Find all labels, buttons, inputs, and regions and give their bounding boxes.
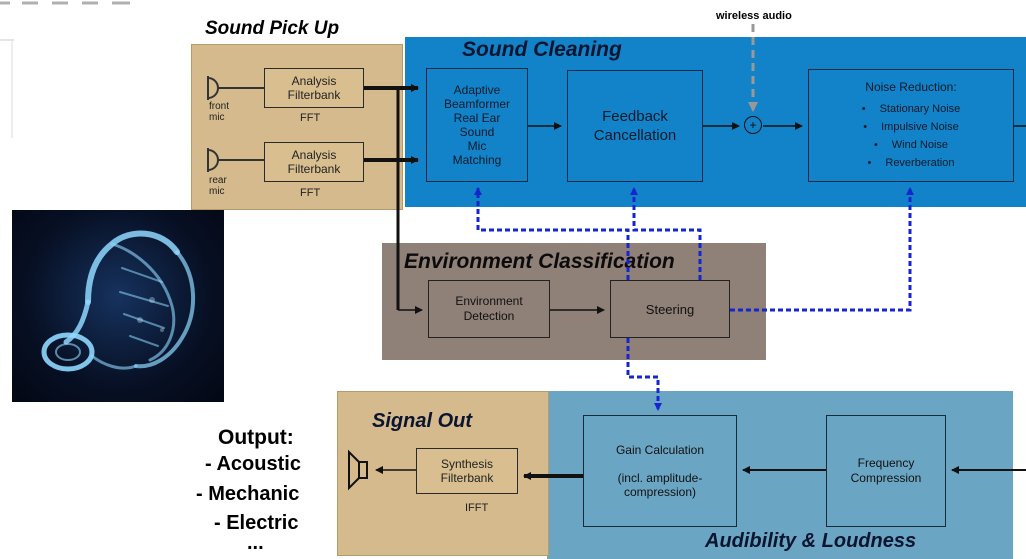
noise-item: • Stationary Noise xyxy=(862,100,961,118)
environment-panel xyxy=(382,243,766,360)
front-analysis-filterbank: Analysis Filterbank xyxy=(264,68,364,108)
front-filterbank-label: Analysis Filterbank xyxy=(287,74,341,102)
audibility-chain-arrows xyxy=(375,466,1026,480)
ifft-label: IFFT xyxy=(465,502,489,514)
hearing-aid-photo xyxy=(12,210,224,402)
noise-item: • Reverberation xyxy=(868,154,955,172)
front-fft-label: FFT xyxy=(300,112,321,124)
noise-item: • Wind Noise xyxy=(874,136,948,154)
output-item-electric: - Electric xyxy=(214,512,299,534)
summing-junction: + xyxy=(744,116,762,134)
environment-detection-box: Environment Detection xyxy=(428,280,550,338)
output-more: ... xyxy=(247,532,264,554)
frequency-compression-box: Frequency Compression xyxy=(826,415,946,527)
wireless-audio-label: wireless audio xyxy=(716,10,792,22)
output-heading: Output: xyxy=(218,426,294,449)
sound-pickup-title: Sound Pick Up xyxy=(205,18,340,39)
noise-bullet: • xyxy=(863,121,868,133)
corner-decoration xyxy=(0,1,130,138)
steering-box: Steering xyxy=(610,280,730,338)
noise-bullet: • xyxy=(867,157,872,169)
adaptive-beamformer-label: Adaptive Beamformer Real Ear Sound Mic M… xyxy=(443,83,511,167)
output-item-acoustic: - Acoustic xyxy=(205,453,301,475)
rear-analysis-filterbank: Analysis Filterbank xyxy=(264,142,364,182)
noise-reduction-title: Noise Reduction: xyxy=(865,80,957,94)
noise-reduction-box: Noise Reduction: •Stationary Noise •Impu… xyxy=(808,69,1014,182)
steering-label: Steering xyxy=(645,301,695,317)
sound-cleaning-panel xyxy=(405,37,1026,207)
rear-filterbank-label: Analysis Filterbank xyxy=(287,148,341,176)
noise-item-label: Reverberation xyxy=(885,157,955,169)
feedback-cancellation-box: Feedback Cancellation xyxy=(567,70,703,182)
noise-item: • Impulsive Noise xyxy=(863,118,959,136)
adaptive-beamformer-box: Adaptive Beamformer Real Ear Sound Mic M… xyxy=(426,68,528,182)
frequency-compression-label: Frequency Compression xyxy=(850,456,922,485)
gain-calculation-label: Gain Calculation (incl. amplitude- compr… xyxy=(615,443,705,499)
rear-fft-label: FFT xyxy=(300,187,321,199)
audibility-title: Audibility & Loudness xyxy=(705,530,917,552)
steering-control-links xyxy=(474,187,914,411)
noise-bullet: • xyxy=(873,139,878,151)
environment-title: Environment Classification xyxy=(404,250,675,273)
filterbank-to-beamformer-arrows xyxy=(364,84,423,314)
sound-cleaning-title: Sound Cleaning xyxy=(462,38,622,61)
noise-item-label: Impulsive Noise xyxy=(881,121,959,133)
feedback-cancellation-label: Feedback Cancellation xyxy=(593,108,677,144)
synthesis-filterbank-label: Synthesis Filterbank xyxy=(440,457,494,485)
output-item-mechanic: - Mechanic xyxy=(196,483,300,505)
noise-bullet: • xyxy=(861,103,866,115)
signal-out-title: Signal Out xyxy=(372,410,472,432)
gain-calculation-box: Gain Calculation (incl. amplitude- compr… xyxy=(583,415,737,527)
rear-mic-label: rear mic xyxy=(209,175,227,197)
audibility-panel xyxy=(547,391,1013,559)
noise-item-label: Stationary Noise xyxy=(879,103,961,115)
environment-detection-label: Environment Detection xyxy=(455,294,523,323)
speaker-icon xyxy=(348,449,368,491)
hearing-aid-icon xyxy=(41,230,195,372)
front-mic-label: front mic xyxy=(209,101,230,123)
noise-item-label: Wind Noise xyxy=(891,139,949,151)
synthesis-filterbank-box: Synthesis Filterbank xyxy=(416,448,518,494)
sum-symbol: + xyxy=(749,118,757,132)
